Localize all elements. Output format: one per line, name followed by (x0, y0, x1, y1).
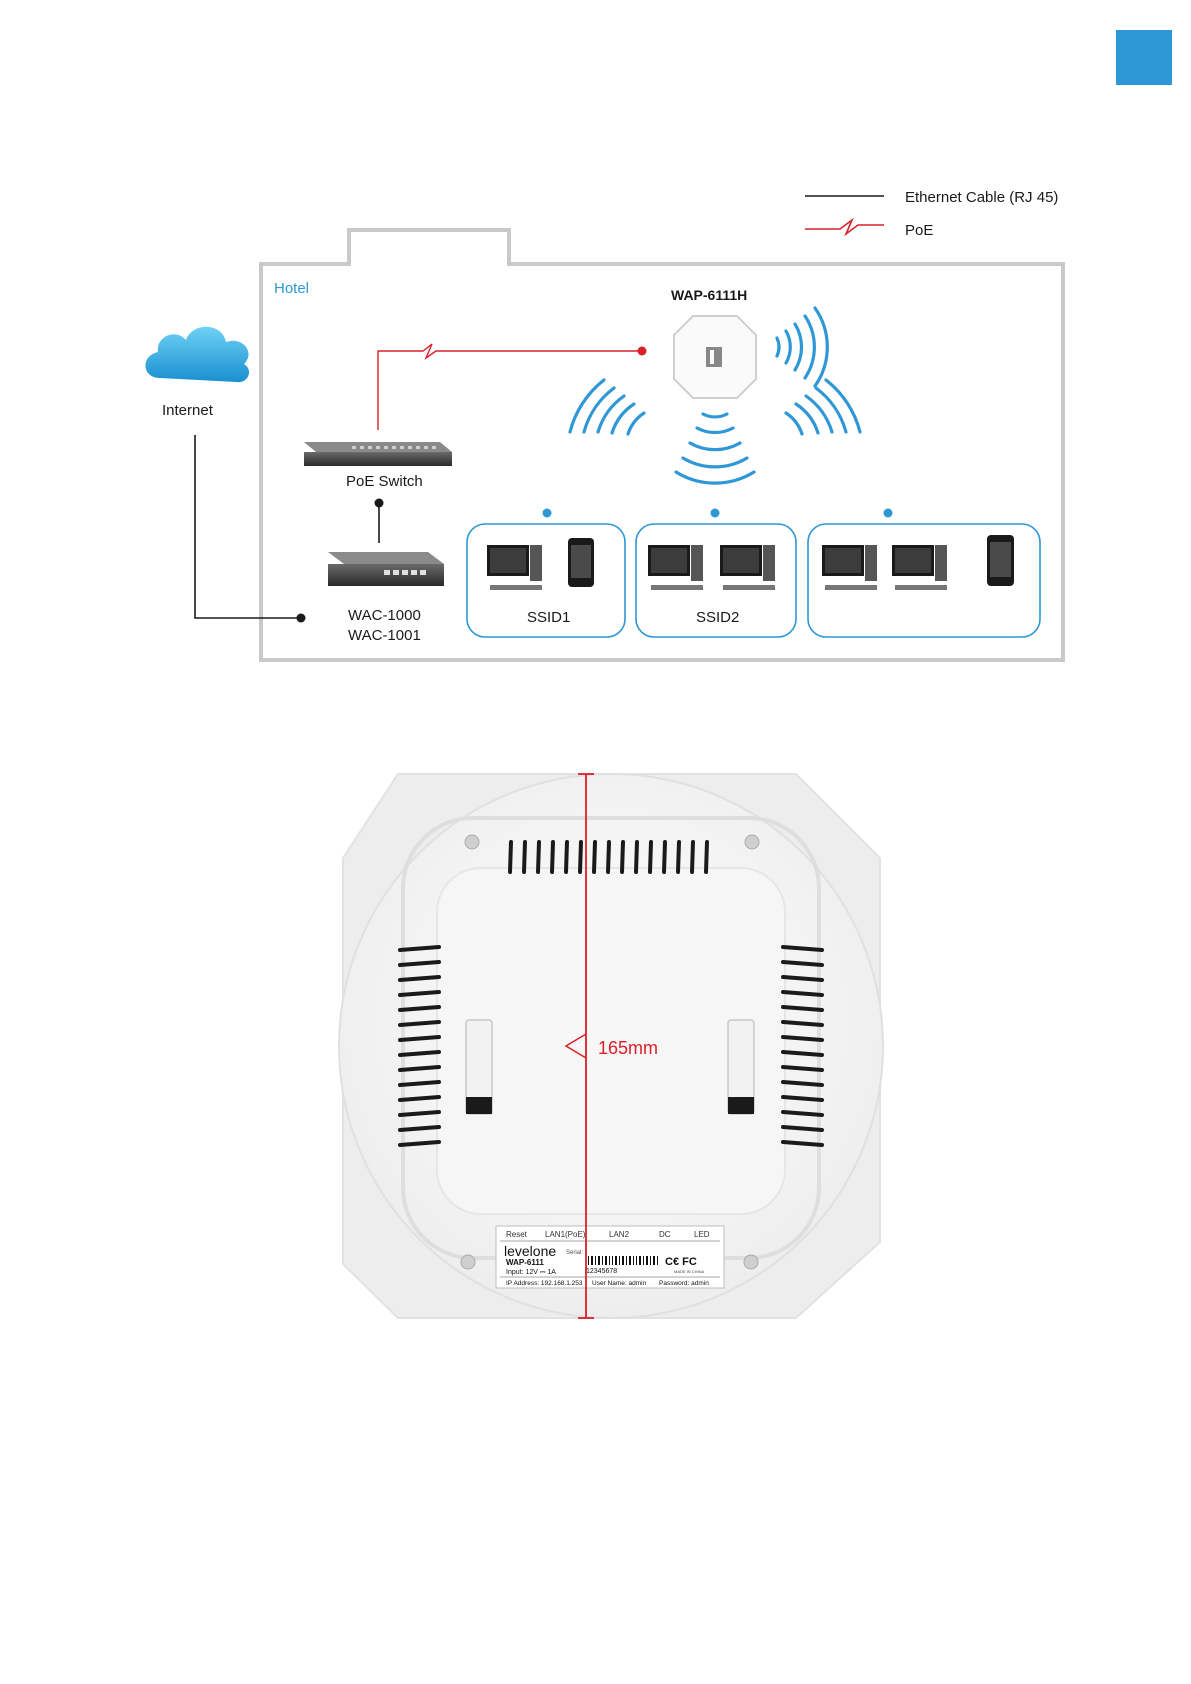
poe-legend-label: PoE (905, 222, 933, 239)
ethernet-legend-label: Ethernet Cable (RJ 45) (905, 189, 1058, 206)
internet-cable (195, 435, 300, 618)
label-input: Input: 12V ⎓ 1A (506, 1269, 556, 1276)
mounting-clip-left (466, 1020, 492, 1114)
internet-label: Internet (162, 402, 214, 419)
label-port-lan1: LAN1(PoE) (545, 1230, 586, 1239)
legend: Ethernet Cable (RJ 45) PoE (805, 189, 1058, 239)
ssid-group-2: SSID2 (636, 509, 796, 638)
hotel-label: Hotel (274, 280, 309, 297)
ce-fcc-marks: C€ FC (665, 1256, 697, 1268)
top-vents (510, 842, 707, 872)
controller-label-1: WAC-1000 (348, 607, 421, 624)
label-password: Password: admin (659, 1280, 709, 1287)
label-serial: 12345678 (586, 1268, 617, 1275)
poe-switch-label: PoE Switch (346, 473, 423, 490)
poe-link (378, 344, 642, 430)
ssid-label-1: SSID1 (527, 609, 570, 626)
access-point-icon (674, 316, 756, 398)
label-port-dc: DC (659, 1230, 671, 1239)
controller-icon (328, 552, 444, 586)
desktop-computer-icon (720, 545, 775, 590)
label-made-in: MADE IN CHINA (674, 1269, 705, 1274)
label-port-lan2: LAN2 (609, 1230, 630, 1239)
label-port-led: LED (694, 1230, 710, 1239)
ssid-group-1: SSID1 (467, 509, 625, 638)
mounting-clip-right (728, 1020, 754, 1114)
poe-legend-bolt (805, 220, 884, 234)
smartphone-icon (568, 538, 594, 587)
desktop-computer-icon (487, 545, 542, 590)
poe-endpoint-dot (638, 347, 647, 356)
ssid-group-3 (808, 509, 1040, 638)
desktop-computer-icon (648, 545, 703, 590)
desktop-computer-icon (822, 545, 877, 590)
label-username: User Name: admin (592, 1280, 647, 1287)
ap-label: WAP-6111H (671, 287, 747, 303)
ssid-label-2: SSID2 (696, 609, 739, 626)
dimension-label: 165mm (598, 1038, 658, 1058)
smartphone-icon (987, 535, 1014, 586)
label-serial-caption: Serial: (566, 1250, 583, 1256)
label-brand: levelone (504, 1243, 556, 1259)
label-model: WAP-6111 (506, 1258, 544, 1267)
barcode (588, 1256, 658, 1265)
label-ip: IP Address: 192.168.1.253 (506, 1280, 583, 1287)
desktop-computer-icon (892, 545, 947, 590)
poe-switch-icon (304, 442, 452, 466)
controller-label-2: WAC-1001 (348, 627, 421, 644)
internet-cloud-icon (145, 327, 249, 382)
label-port-reset: Reset (506, 1230, 528, 1239)
device-bottom-view: Reset LAN1(PoE) LAN2 DC LED levelone WAP… (339, 774, 883, 1318)
cable-endpoint-dot (297, 614, 306, 623)
product-label: Reset LAN1(PoE) LAN2 DC LED levelone WAP… (496, 1226, 724, 1288)
